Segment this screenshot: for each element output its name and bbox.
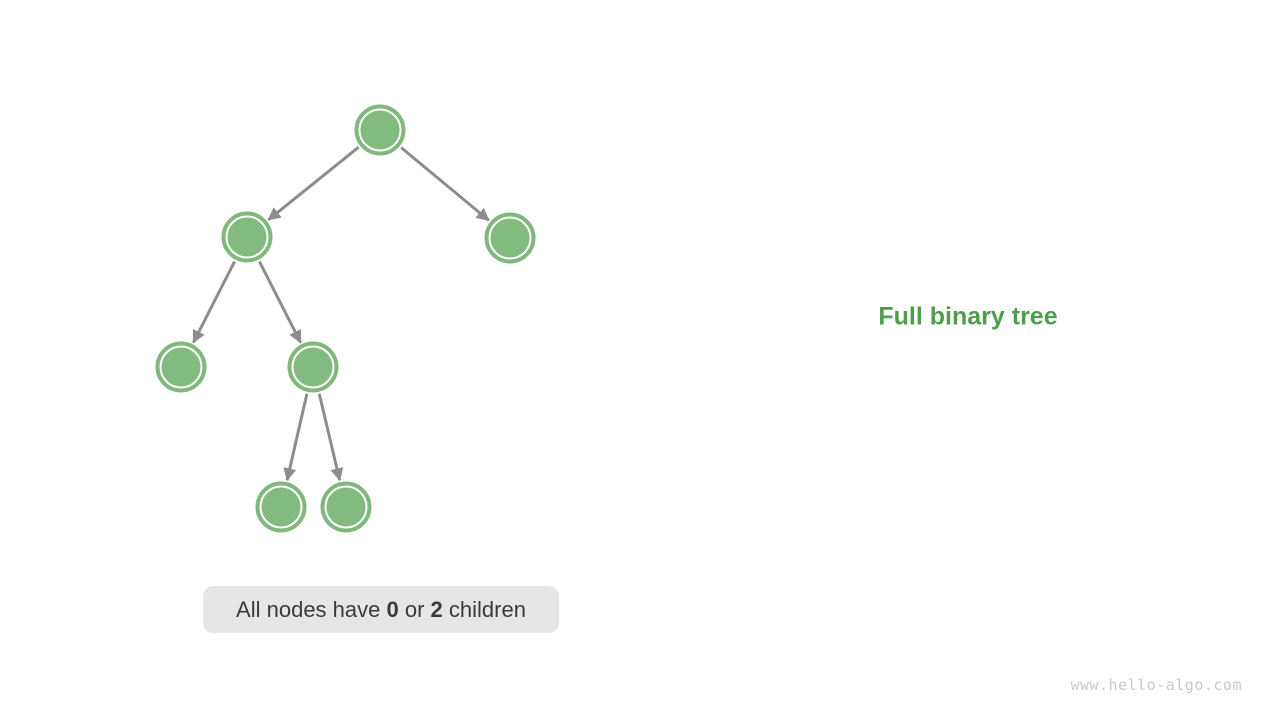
tree-edge xyxy=(267,146,360,221)
tree-node xyxy=(320,481,372,533)
tree-node-circle xyxy=(287,341,339,393)
watermark: www.hello-algo.com xyxy=(1070,676,1242,694)
tree-node-circle xyxy=(221,211,273,263)
tree-edge xyxy=(400,146,490,222)
caption-pill: All nodes have 0 or 2 children xyxy=(203,586,559,633)
tree-node-circle xyxy=(155,341,207,393)
caption-part-1: All nodes have xyxy=(236,596,387,622)
diagram-title: Full binary tree xyxy=(878,302,1058,331)
tree-edge xyxy=(192,260,236,344)
caption-part-2: or xyxy=(398,596,431,622)
tree-node-circle xyxy=(484,212,536,264)
tree-node-inner-ring xyxy=(291,345,335,389)
tree-node xyxy=(354,104,406,156)
tree-edge xyxy=(317,393,344,482)
tree-node-circle xyxy=(320,481,372,533)
tree-node-inner-ring xyxy=(488,216,532,260)
tree-node xyxy=(155,341,207,393)
caption-text: All nodes have 0 or 2 children xyxy=(236,597,526,623)
caption-bold-2: 2 xyxy=(430,596,443,622)
tree-node-circle xyxy=(255,481,307,533)
tree-node xyxy=(255,481,307,533)
tree-node-inner-ring xyxy=(324,485,368,529)
tree-edge xyxy=(283,393,309,482)
tree-node-inner-ring xyxy=(259,485,303,529)
tree-node xyxy=(221,211,273,263)
tree-node xyxy=(287,341,339,393)
tree-node xyxy=(484,212,536,264)
tree-node-inner-ring xyxy=(159,345,203,389)
tree-node-circle xyxy=(354,104,406,156)
tree-edge xyxy=(258,260,302,344)
caption-bold-0: 0 xyxy=(386,596,399,622)
tree-node-inner-ring xyxy=(225,215,269,259)
caption-part-3: children xyxy=(442,596,526,622)
tree-node-inner-ring xyxy=(358,108,402,152)
